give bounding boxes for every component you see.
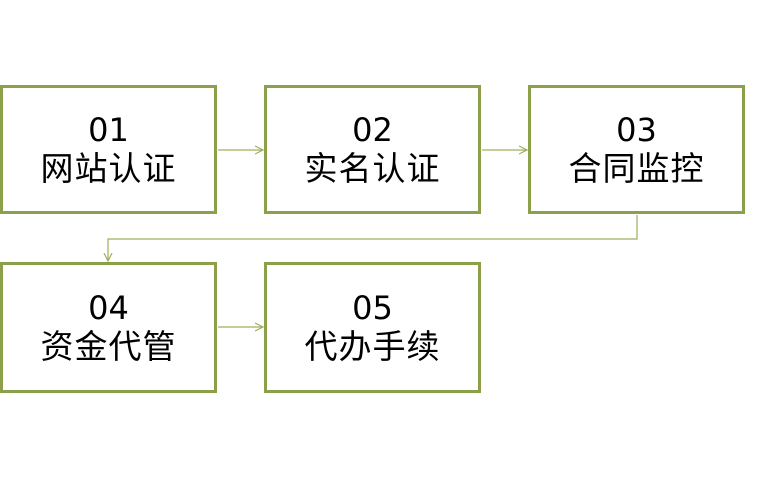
step-label: 代办手续 [304, 326, 441, 366]
step-box-agency-procedures: 05 代办手续 [264, 262, 481, 393]
step-label: 资金代管 [40, 326, 177, 366]
step-label: 网站认证 [40, 148, 177, 188]
arrow-step3-to-step4 [108, 215, 638, 261]
step-box-real-name-verification: 02 实名认证 [264, 85, 481, 214]
step-box-contract-monitoring: 03 合同监控 [528, 85, 745, 214]
step-box-fund-custody: 04 资金代管 [0, 262, 217, 393]
step-number: 04 [88, 288, 129, 327]
step-number: 01 [88, 110, 129, 149]
step-label: 实名认证 [304, 148, 441, 188]
step-box-website-verification: 01 网站认证 [0, 85, 217, 214]
step-number: 02 [352, 110, 393, 149]
step-number: 05 [352, 288, 393, 327]
step-number: 03 [616, 110, 657, 149]
step-label: 合同监控 [568, 148, 705, 188]
